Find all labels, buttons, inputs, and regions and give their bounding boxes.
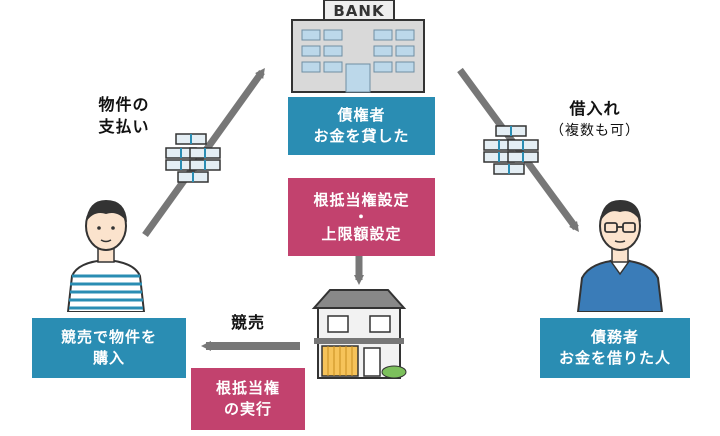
auction-label-text: 競売 — [230, 313, 265, 332]
debtor-person-icon — [576, 200, 664, 312]
mortgage-setting-line2: 上限額設定 — [321, 225, 402, 243]
mortgage-setting-box: 根抵当権設定 ・ 上限額設定 — [288, 178, 435, 256]
buyer-box-line2: 購入 — [92, 349, 125, 367]
payment-label-line2: 支払い — [98, 117, 150, 136]
payment-label-line1: 物件の — [98, 95, 150, 114]
borrow-label-line2: （複数も可） — [550, 123, 640, 139]
money-stack-right-icon — [483, 125, 539, 175]
execution-line2: の実行 — [223, 400, 272, 418]
creditor-box: 債権者 お金を貸した — [288, 97, 435, 155]
mortgage-setting-line1: 根抵当権設定 — [313, 191, 410, 209]
mortgage-setting-dot: ・ — [353, 208, 370, 226]
creditor-desc: お金を貸した — [313, 127, 410, 145]
buyer-box-line1: 競売で物件を — [60, 328, 157, 346]
debtor-box: 債務者 お金を借りた人 — [540, 318, 690, 378]
borrow-label-line1: 借入れ — [569, 99, 621, 118]
debtor-title: 債務者 — [590, 328, 639, 346]
buyer-person-icon — [66, 200, 146, 312]
borrow-label: 借入れ （複数も可） — [540, 98, 650, 142]
mortgage-execution-box: 根抵当権 の実行 — [191, 368, 305, 430]
execution-line1: 根抵当権 — [215, 379, 280, 397]
creditor-title: 債権者 — [337, 106, 386, 124]
money-stack-left-icon — [165, 133, 221, 183]
auction-label: 競売 — [218, 312, 278, 334]
payment-label: 物件の 支払い — [86, 94, 162, 138]
buyer-box: 競売で物件を 購入 — [32, 318, 186, 378]
bank-sign-text: BANK — [333, 2, 385, 20]
bank-building-icon: BANK — [291, 0, 425, 93]
house-icon — [311, 289, 407, 379]
debtor-desc: お金を借りた人 — [558, 349, 671, 367]
